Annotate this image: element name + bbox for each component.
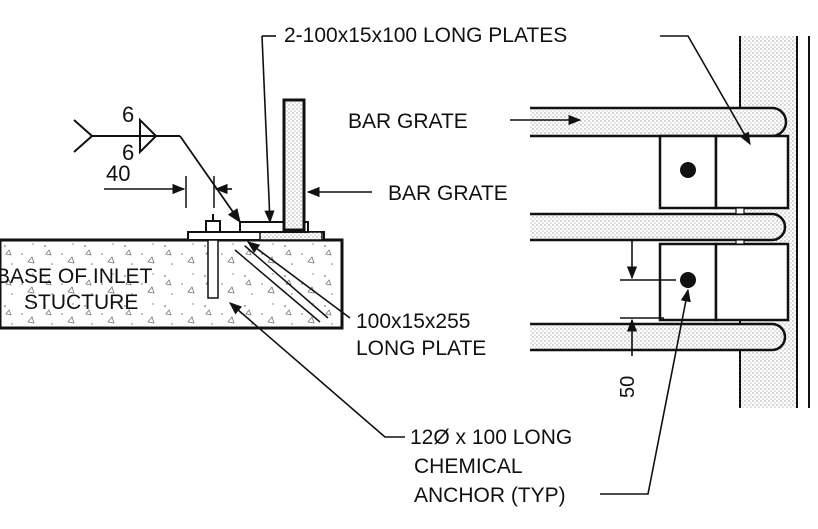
plan-detail: 50 2-100x15x100 LONG PLATES BAR GRATE 12… bbox=[261, 24, 810, 507]
dimension-40: 40 bbox=[104, 161, 232, 208]
long-plates-label: 2-100x15x100 LONG PLATES bbox=[284, 24, 567, 47]
bar-grate-bottom bbox=[530, 322, 787, 352]
concrete-slab bbox=[0, 238, 344, 330]
dim-50-label: 50 bbox=[617, 376, 639, 398]
plate-size-label: 100x15x255 bbox=[356, 310, 470, 333]
anchor-rod bbox=[207, 239, 219, 299]
bottom-side-plate bbox=[714, 242, 790, 322]
dimension-50: 50 bbox=[617, 240, 676, 398]
dim-40-label: 40 bbox=[106, 161, 130, 186]
bar-grate-top bbox=[530, 106, 788, 138]
bar-grate-vertical bbox=[282, 98, 306, 232]
bar-grate-middle bbox=[530, 212, 787, 242]
anchor-label-line1: 12Ø x 100 LONG bbox=[410, 426, 572, 449]
bottom-anchor-plate bbox=[658, 242, 718, 322]
weld-size-top: 6 bbox=[122, 102, 134, 127]
anchor-label-line2: CHEMICAL bbox=[414, 455, 523, 478]
anchor-dot-top bbox=[680, 162, 696, 178]
structure-label: STUCTURE bbox=[24, 291, 138, 314]
anchor-label-line3: ANCHOR (TYP) bbox=[414, 484, 566, 507]
plate-gap-top bbox=[735, 207, 745, 215]
section-detail: 6 6 40 BASE OF INLET STUCTURE 100x15x255… bbox=[0, 98, 508, 438]
plate-gap-bottom bbox=[735, 239, 745, 245]
base-of-inlet-label: BASE OF INLET bbox=[0, 265, 153, 288]
weld-symbol: 6 6 bbox=[73, 102, 241, 224]
bar-grate-left-label: BAR GRATE bbox=[388, 182, 508, 205]
anchor-dot-bottom bbox=[680, 272, 696, 288]
bar-grate-right-label: BAR GRATE bbox=[348, 110, 468, 133]
top-side-plate bbox=[714, 134, 790, 210]
long-plate-label: LONG PLATE bbox=[356, 337, 486, 360]
grout-strip bbox=[259, 231, 323, 241]
weld-size-bottom: 6 bbox=[122, 140, 134, 165]
anchor-nut bbox=[205, 220, 221, 233]
